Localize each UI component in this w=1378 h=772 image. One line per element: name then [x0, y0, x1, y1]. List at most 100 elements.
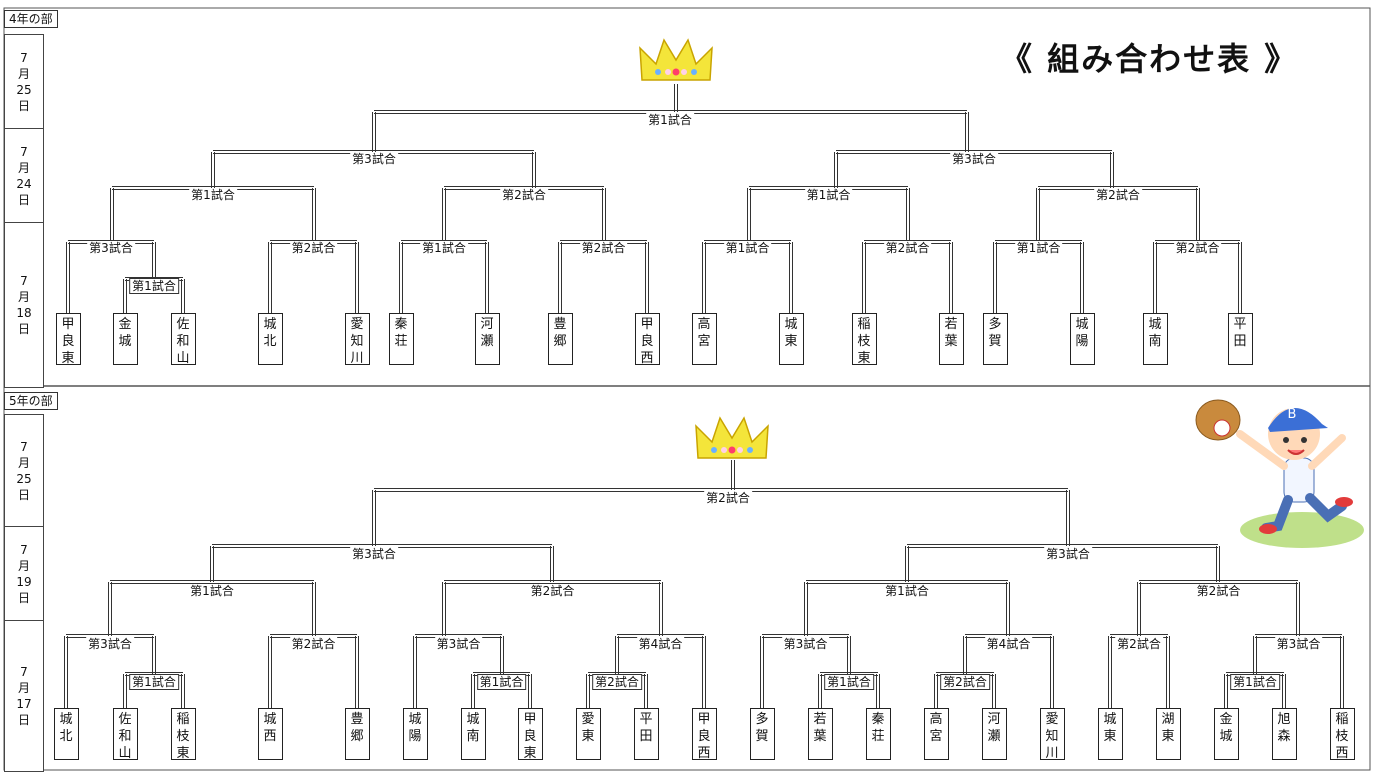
team-name-char: 稲 — [857, 317, 871, 332]
team-name-char: 平 — [639, 712, 653, 727]
match-label: 第3試合 — [434, 637, 483, 651]
match-label: 第1試合 — [824, 674, 874, 690]
match-label: 第2試合 — [704, 491, 752, 505]
team-box: 豊郷 — [344, 708, 370, 760]
date-char: 月 — [17, 161, 30, 175]
team-name-char: 東 — [784, 334, 798, 349]
match-label: 第2試合 — [289, 637, 338, 651]
team-name-char: 城 — [408, 712, 422, 727]
team-box: 愛知川 — [344, 313, 370, 366]
team-box: 河瀬 — [474, 313, 500, 365]
match-label: 第1試合 — [476, 674, 527, 690]
team-name-char: 城 — [1219, 729, 1233, 744]
team-box: 城南 — [460, 708, 486, 760]
team-name-char: 郷 — [350, 729, 364, 744]
team-name-char: 枝 — [857, 334, 871, 349]
match-label: 第2試合 — [883, 241, 932, 255]
team-name-char: 川 — [1045, 746, 1059, 761]
team-box: 旭森 — [1271, 708, 1297, 760]
date-char: 日 — [17, 193, 30, 207]
team-name-char: 多 — [988, 317, 1002, 332]
team-name-char: 西 — [263, 729, 277, 744]
team-name-char: 旭 — [1277, 712, 1291, 727]
team-name-char: 良 — [61, 334, 75, 349]
team-box: 平田 — [633, 708, 659, 760]
team-box: 城東 — [778, 313, 804, 365]
team-name-char: 森 — [1277, 729, 1291, 744]
team-box: 稲枝西 — [1329, 708, 1355, 761]
team-name-char: 山 — [176, 351, 190, 366]
team-name-char: 秦 — [871, 712, 885, 727]
team-box: 若葉 — [807, 708, 833, 760]
team-name-char: 湖 — [1161, 712, 1175, 727]
section-label-5th-grade: 5年の部 — [4, 392, 58, 410]
match-label: 第3試合 — [950, 152, 998, 166]
team-name-char: 河 — [987, 712, 1001, 727]
team-name-char: 甲 — [61, 317, 75, 332]
team-name-char: 甲 — [640, 317, 654, 332]
match-label: 第3試合 — [87, 241, 135, 255]
date-char: 19 — [16, 575, 32, 589]
team-name-char: 枝 — [1335, 729, 1349, 744]
team-name-char: 枝 — [176, 729, 190, 744]
crown-icon — [639, 38, 713, 81]
match-label: 第3試合 — [350, 547, 398, 561]
match-label: 第4試合 — [984, 637, 1033, 651]
date-char: 17 — [16, 697, 32, 711]
team-name-char: 和 — [176, 334, 190, 349]
date-char: 月 — [17, 290, 30, 304]
match-label: 第2試合 — [579, 241, 628, 255]
team-name-char: 若 — [813, 712, 827, 727]
match-label: 第3試合 — [350, 152, 398, 166]
date-char: 7 — [20, 274, 28, 288]
team-name-char: 豊 — [350, 712, 364, 727]
team-name-char: 甲 — [697, 712, 711, 727]
date-char: 25 — [16, 472, 32, 486]
team-name-char: 郷 — [553, 334, 567, 349]
team-name-char: 和 — [118, 729, 132, 744]
team-box: 稲枝東 — [851, 313, 877, 366]
match-label: 第1試合 — [1014, 241, 1063, 255]
team-name-char: 東 — [61, 351, 75, 366]
team-name-char: 城 — [118, 334, 132, 349]
match-label: 第1試合 — [188, 584, 236, 598]
team-name-char: 瀬 — [480, 334, 494, 349]
team-box: 河瀬 — [981, 708, 1007, 760]
team-name-char: 西 — [640, 351, 654, 366]
team-box: 若葉 — [938, 313, 964, 365]
team-name-char: 東 — [1103, 729, 1117, 744]
date-char: 月 — [17, 559, 30, 573]
team-name-char: 愛 — [581, 712, 595, 727]
team-box: 金城 — [1213, 708, 1239, 760]
team-name-char: 城 — [59, 712, 73, 727]
team-name-char: 瀬 — [987, 729, 1001, 744]
date-char: 7 — [20, 543, 28, 557]
team-name-char: 西 — [697, 746, 711, 761]
team-name-char: 宮 — [929, 729, 943, 744]
date-char: 24 — [16, 177, 32, 191]
team-name-char: 平 — [1233, 317, 1247, 332]
team-name-char: 稲 — [1335, 712, 1349, 727]
date-char: 25 — [16, 83, 32, 97]
match-label: 第2試合 — [940, 674, 990, 690]
team-box: 城東 — [1097, 708, 1123, 760]
team-box: 城北 — [53, 708, 79, 760]
team-box: 城北 — [257, 313, 283, 365]
team-name-char: 城 — [1075, 317, 1089, 332]
page-title: 《 組み合わせ表 》 — [1000, 40, 1299, 78]
team-box: 稲枝東 — [170, 708, 196, 761]
date-char: 月 — [17, 456, 30, 470]
team-name-char: 城 — [263, 317, 277, 332]
team-box: 秦荘 — [388, 313, 414, 365]
match-label: 第1試合 — [129, 278, 179, 294]
team-box: 秦荘 — [865, 708, 891, 760]
team-box: 甲良東 — [517, 708, 543, 761]
match-label: 第2試合 — [528, 584, 577, 598]
date-char: 月 — [17, 681, 30, 695]
team-box: 甲良西 — [691, 708, 717, 761]
date-char: 7 — [20, 51, 28, 65]
team-name-char: 田 — [1233, 334, 1247, 349]
crown-icon — [695, 416, 769, 459]
